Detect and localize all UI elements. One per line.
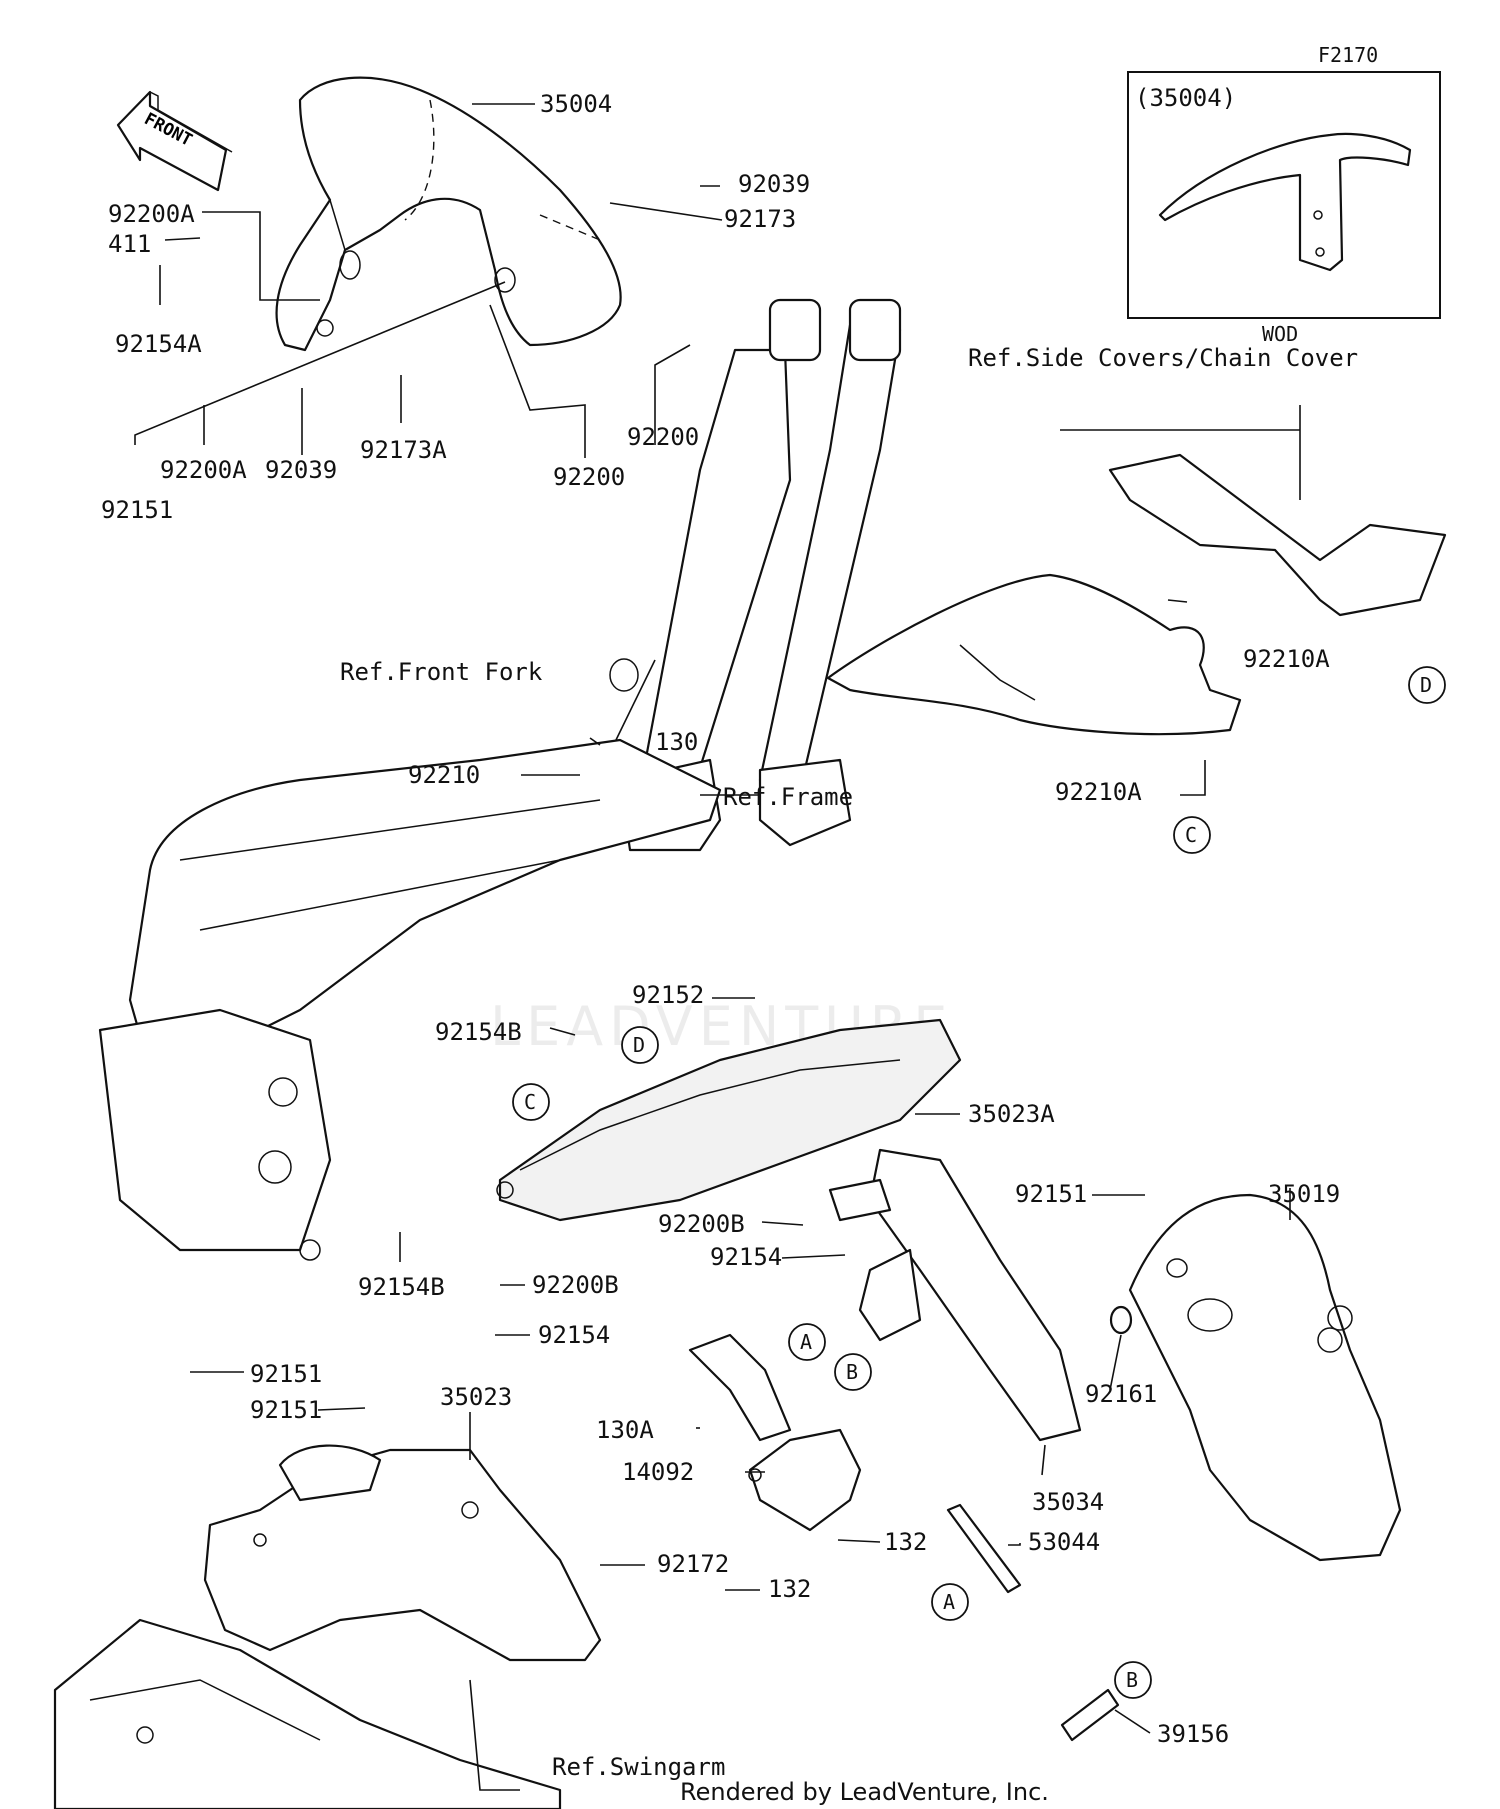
svg-text:D: D — [633, 1033, 645, 1057]
part-label: 92200B — [658, 1210, 745, 1238]
grommet-92161 — [1109, 1305, 1133, 1335]
part-label: 14092 — [622, 1458, 694, 1486]
svg-text:A: A — [943, 1590, 955, 1614]
part-label: 92151 — [101, 496, 173, 524]
part-label: 92151 — [250, 1360, 322, 1388]
svg-text:A: A — [800, 1330, 812, 1354]
part-label: 92210A — [1055, 778, 1142, 806]
part-label: 92151 — [250, 1396, 322, 1424]
callout-c-lower: C — [512, 1083, 550, 1121]
part-label: 92200A — [160, 456, 247, 484]
svg-text:B: B — [846, 1360, 858, 1384]
rear-fender-stay — [828, 1148, 1082, 1442]
inset-part-ref: (35004) — [1135, 84, 1236, 112]
part-label: 411 — [108, 230, 151, 258]
part-label: 35004 — [540, 90, 612, 118]
callout-b-lower: B — [1114, 1661, 1152, 1699]
ref-front-fork: Ref.Front Fork — [340, 658, 543, 686]
part-label: 39156 — [1157, 1720, 1229, 1748]
inset-box — [1127, 71, 1441, 319]
part-label: 132 — [768, 1575, 811, 1603]
side-covers — [826, 453, 1447, 736]
part-label: 35034 — [1032, 1488, 1104, 1516]
svg-text:C: C — [524, 1090, 536, 1114]
part-label: 53044 — [1028, 1528, 1100, 1556]
callout-d-lower: D — [621, 1026, 659, 1064]
svg-text:D: D — [1420, 673, 1432, 697]
diagram-code: F2170 — [1318, 43, 1378, 67]
part-label: 92210 — [408, 761, 480, 789]
pad-39156 — [1060, 1688, 1120, 1742]
part-label: 92172 — [657, 1550, 729, 1578]
svg-text:B: B — [1126, 1668, 1138, 1692]
part-label: 92210A — [1243, 645, 1330, 673]
frame — [98, 738, 722, 1261]
rear-fender — [1128, 1193, 1402, 1562]
part-label: 92200A — [108, 200, 195, 228]
leader-lines — [134, 103, 1301, 1791]
callout-c-upper: C — [1173, 816, 1211, 854]
part-label: 92200 — [553, 463, 625, 491]
part-label: 92154B — [358, 1273, 445, 1301]
svg-text:C: C — [1185, 823, 1197, 847]
lower-cover-35023 — [203, 1444, 602, 1662]
callout-a-lower: A — [931, 1583, 969, 1621]
inset-variant: WOD — [1262, 322, 1298, 346]
part-label: 130A — [596, 1416, 654, 1444]
part-label: 92151 — [1015, 1180, 1087, 1208]
ref-swingarm: Ref.Swingarm — [552, 1753, 725, 1781]
ref-side-covers: Ref.Side Covers/Chain Cover — [968, 344, 1358, 372]
inset-hole — [1315, 247, 1325, 257]
undertray-35023a — [496, 1018, 962, 1222]
part-label: 132 — [884, 1528, 927, 1556]
part-label: 92154 — [538, 1321, 610, 1349]
part-label: 92200 — [627, 423, 699, 451]
rod-53044 — [946, 1503, 1022, 1594]
callout-a-upper: A — [788, 1323, 826, 1361]
part-label: 92039 — [738, 170, 810, 198]
inset-hole — [1313, 210, 1323, 220]
part-label: 35019 — [1268, 1180, 1340, 1208]
bracket-14092 — [688, 1333, 862, 1532]
part-label: 130 — [655, 728, 698, 756]
ref-frame: Ref.Frame — [723, 783, 853, 811]
credit-text: Rendered by LeadVenture, Inc. — [680, 1778, 1049, 1806]
inset-fender — [1158, 132, 1412, 272]
callout-d-upper: D — [1408, 666, 1446, 704]
callout-b-upper: B — [834, 1353, 872, 1391]
part-label: 92161 — [1085, 1380, 1157, 1408]
part-label: 92154B — [435, 1018, 522, 1046]
part-label: 35023 — [440, 1383, 512, 1411]
part-label: 35023A — [968, 1100, 1055, 1128]
part-label: 92173A — [360, 436, 447, 464]
part-label: 92039 — [265, 456, 337, 484]
front-arrow-icon: FRONT — [116, 90, 233, 192]
part-label: 92173 — [724, 205, 796, 233]
front-fender — [275, 76, 622, 352]
part-label: 92200B — [532, 1271, 619, 1299]
part-label: 92152 — [632, 981, 704, 1009]
part-label: 92154A — [115, 330, 202, 358]
part-label: 92154 — [710, 1243, 782, 1271]
swingarm — [53, 1618, 562, 1809]
